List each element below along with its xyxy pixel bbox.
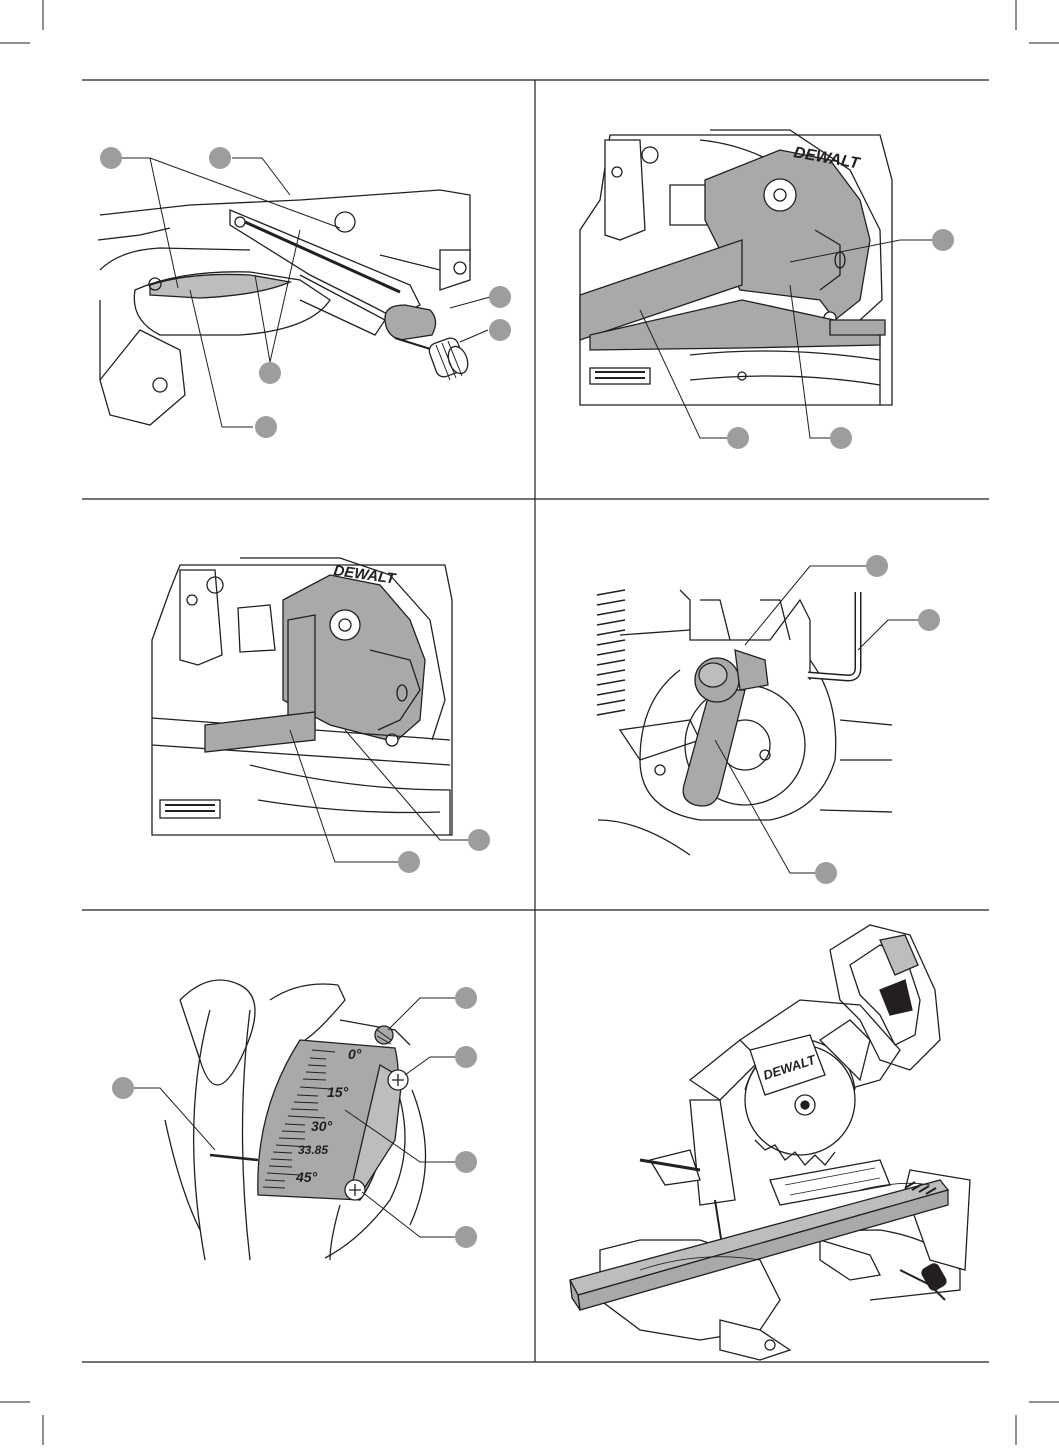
callout-marker: [468, 829, 490, 851]
panel-middle-right: [597, 590, 892, 855]
scale-label-45: 45°: [295, 1169, 318, 1185]
callout-marker: [489, 319, 511, 341]
callout-marker: [455, 1151, 477, 1173]
callout-marker: [255, 416, 277, 438]
callout-marker: [918, 609, 940, 631]
callout-marker: [112, 1077, 134, 1099]
callout-marker: [455, 1226, 477, 1248]
callout-marker: [815, 862, 837, 884]
callout-marker: [100, 147, 122, 169]
callout-marker: [830, 427, 852, 449]
panel-top-left: [98, 190, 471, 425]
callout-marker: [866, 555, 888, 577]
scale-label-33-85: 33.85: [298, 1143, 328, 1157]
scale-label-15: 15°: [327, 1084, 349, 1100]
callout-marker: [398, 851, 420, 873]
panel-bottom-left: [165, 980, 426, 1260]
panel-bottom-right: DEWALT: [570, 925, 970, 1360]
scale-label-0: 0°: [348, 1046, 362, 1062]
panel-top-right: DEWALT: [580, 130, 892, 405]
callout-marker: [455, 987, 477, 1009]
panel-middle-left: DEWALT: [152, 558, 452, 835]
callout-marker: [727, 427, 749, 449]
scale-label-30: 30°: [311, 1118, 333, 1134]
callout-marker: [489, 286, 511, 308]
panel-middle-right-callouts: [715, 555, 940, 884]
callout-marker: [932, 229, 954, 251]
callout-marker: [259, 362, 281, 384]
callout-marker: [455, 1046, 477, 1068]
callout-marker: [209, 147, 231, 169]
